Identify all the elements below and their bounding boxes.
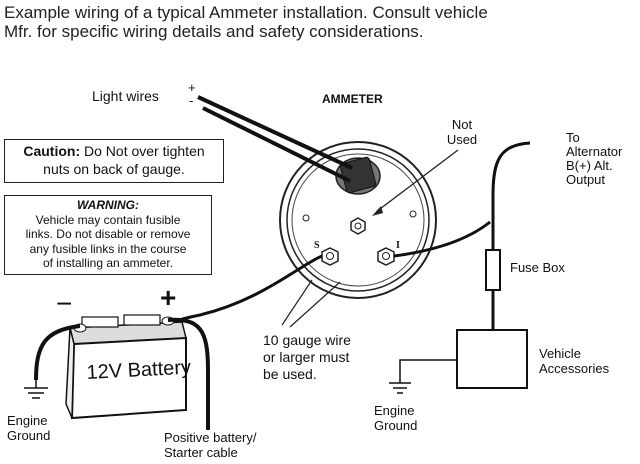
warning-line-1: Vehicle may contain fusible [35,212,181,227]
terminal-i-stud [377,247,395,266]
positive-cable-label: Positive battery/ Starter cable [164,430,257,460]
ground-symbol-right [389,382,411,394]
not-used-line-2: Used [446,132,478,147]
intro-line-1: Example wiring of a typical Ammeter inst… [4,3,488,22]
warning-line-4: of installing an ammeter. [42,256,174,270]
light-wires [197,95,353,183]
i-terminal-wire [393,220,491,258]
not-used-label: Not Used [442,117,482,147]
fuse-box-label: Fuse Box [510,260,565,275]
terminal-s-stud [321,247,339,266]
light-wire-minus: - [189,93,194,108]
alternator-line-3: B(+) Alt. [566,158,613,173]
caution-box: Caution: Do Not over tighten nuts on bac… [4,139,224,183]
engine-ground-left-label: Engine Ground [7,413,50,443]
not-used-line-1: Not [451,117,473,132]
warning-box: WARNING: Vehicle may contain fusible lin… [4,195,212,275]
not-used-arrowhead [372,206,383,216]
gauge-note-line-1: 10 gauge wire [263,332,351,348]
warning-title: WARNING: [77,198,139,212]
fuse-box [485,249,501,291]
terminal-i-label: I [396,240,400,251]
alternator-line-1: To [566,130,580,145]
light-wire-plus: + [188,80,196,95]
alternator-wire [491,141,531,250]
alternator-label: To Alternator B(+) Alt. Output [566,131,622,187]
vehicle-accessories-line-1: Vehicle [539,346,581,361]
ammeter-title: AMMETER [322,92,383,106]
warning-line-3: any fusible links in the course [29,241,187,256]
caution-line-2: nuts on back of gauge. [43,161,185,177]
intro-text: Example wiring of a typical Ammeter inst… [4,3,640,41]
ammeter-gauge [279,141,437,299]
alternator-line-4: Output [566,172,606,187]
terminal-s-label: S [314,240,320,251]
engine-ground-left-line-1: Engine [7,413,48,428]
light-wires-label: Light wires [92,88,159,104]
intro-line-2: Mfr. for specific wiring details and saf… [4,22,424,41]
mount-stud-right [409,210,417,218]
vehicle-accessories-line-2: Accessories [539,361,610,376]
vehicle-accessories-box [456,329,528,389]
positive-cable-line-2: Starter cable [164,445,238,460]
alternator-line-2: Alternator [566,144,623,159]
caution-prefix: Caution: [23,143,81,159]
center-stud [350,217,366,235]
battery-plus-sign: + [160,282,177,313]
not-used-pointer [375,149,459,213]
ground-symbol-left [24,380,48,399]
engine-ground-right-line-2: Ground [374,418,418,433]
accessories-ground-wire [399,359,457,383]
gauge-pointer-1 [281,279,313,326]
engine-ground-left-line-2: Ground [7,428,51,443]
warning-line-2: links. Do not disable or remove [25,227,191,241]
gauge-note-line-3: be used. [263,366,317,382]
engine-ground-right-line-1: Engine [374,403,415,418]
gauge-wire-note: 10 gauge wire or larger must be used. [263,332,351,383]
positive-cable-line-1: Positive battery/ [164,430,257,445]
gauge-pointer-2 [289,281,341,328]
vehicle-accessories-label: Vehicle Accessories [539,346,609,376]
mount-stud-left [302,214,310,222]
gauge-note-line-2: or larger must [263,349,350,365]
caution-line-1: Do Not over tighten [80,143,205,159]
positive-cable [167,317,210,430]
battery-minus-sign: − [56,288,73,319]
negative-cable [34,324,81,381]
engine-ground-right-label: Engine Ground [374,403,417,433]
